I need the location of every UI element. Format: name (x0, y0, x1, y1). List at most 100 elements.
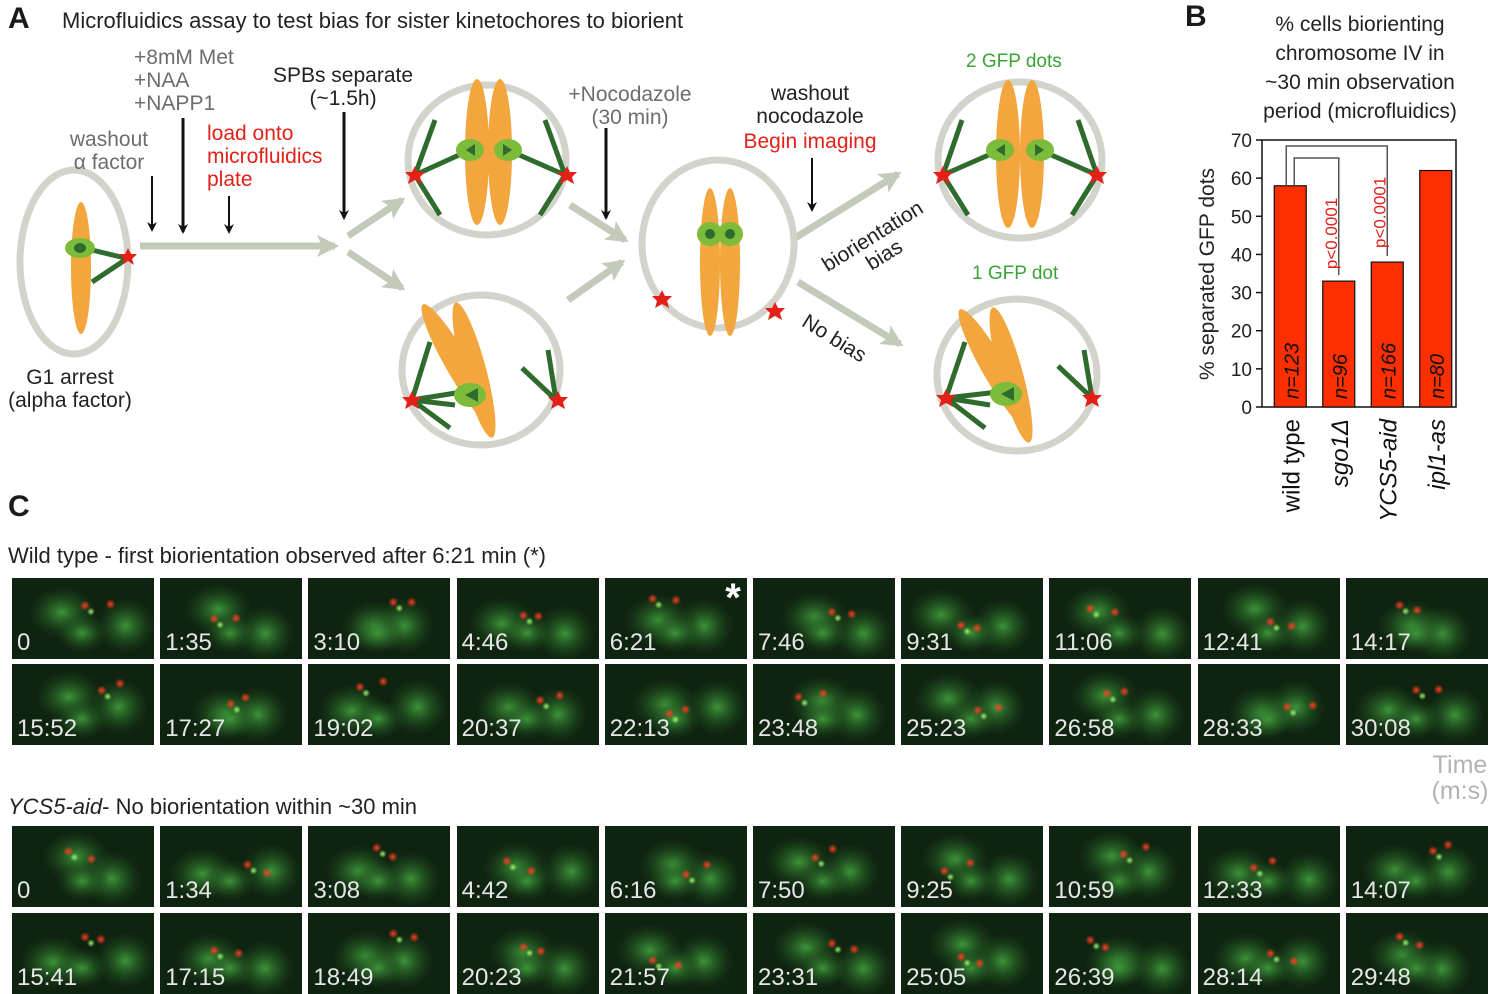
microscopy-frame: 15:41 (12, 913, 154, 994)
timestamp-label: 23:48 (758, 715, 819, 742)
met-label: +8mM Met+NAA+NAPP1 (134, 46, 234, 115)
time-axis-label: Time(m:s) (1431, 751, 1489, 805)
cell-fluorescence-image (1377, 599, 1472, 659)
first-biorientation-marker: * (725, 578, 741, 620)
microscopy-frame: 26:58 (1049, 664, 1192, 745)
category-label: wild type (1278, 419, 1305, 513)
n-label: n=96 (1330, 353, 1352, 399)
cell-fluorescence-image (914, 672, 1027, 739)
timestamp-label: 4:46 (461, 629, 509, 656)
cell-fluorescence-image (1204, 847, 1339, 907)
cell-fluorescence-image (27, 586, 154, 654)
microscopy-frame: 12:33 (1197, 826, 1340, 907)
cell-fluorescence-image (481, 841, 599, 901)
microscopy-frame: 23:48 (753, 664, 895, 745)
nocodazole-label: +Nocodazole(30 min) (568, 83, 692, 129)
cell-fluorescence-image (488, 927, 595, 994)
cell-fluorescence-image (624, 593, 734, 655)
microscopy-frame: 12:41 (1197, 578, 1340, 659)
timestamp-label: 0 (17, 629, 31, 656)
cell-fluorescence-image (191, 686, 289, 743)
begin-imaging-label: Begin imaging (743, 130, 877, 153)
cell-fluorescence-image (1078, 830, 1180, 901)
timestamp-label: 26:39 (1054, 964, 1115, 991)
timestamp-label: 14:07 (1350, 877, 1411, 904)
microscopy-frame: 7:50 (753, 826, 895, 907)
microscopy-frame: 29:48 (1345, 913, 1488, 994)
significance-bracket (1293, 157, 1340, 276)
timestamp-label: 3:08 (313, 877, 361, 904)
timestamp-label: 20:23 (461, 964, 522, 991)
category-label: sgo1Δ (1327, 419, 1354, 487)
microscopy-frame: 21:57 (604, 913, 747, 994)
cell-fluorescence-image (1085, 935, 1192, 994)
microscopy-frame: 3:10 (308, 578, 451, 659)
microscopy-frame: 1:34 (160, 826, 303, 907)
timestamp-label: 7:46 (758, 629, 805, 656)
timestamp-label: 4:42 (461, 877, 509, 904)
panel-letter-a: A (8, 2, 30, 35)
ycs5-title-rest: - No biorientation within ~30 min (102, 794, 418, 819)
timestamp-label: 15:41 (17, 964, 78, 991)
timestamp-label: 3:10 (313, 629, 361, 656)
cell-fluorescence-image (1220, 582, 1333, 655)
microscopy-frame: 7:46 (753, 578, 895, 659)
g1-cell (16, 166, 137, 358)
cell-fluorescence-image (921, 833, 1040, 907)
cell-fluorescence-image (1063, 585, 1192, 659)
ycs5-strain-name: YCS5-aid (8, 794, 103, 819)
timestamp-label: 18:49 (313, 964, 374, 991)
timestamp-label: 28:14 (1202, 964, 1263, 991)
microscopy-frame: 20:37 (456, 664, 599, 745)
cell-fluorescence-image (638, 838, 741, 907)
cell-fluorescence-image (1071, 669, 1186, 743)
y-tick-label: 50 (1231, 207, 1252, 228)
timestamp-label: 9:31 (906, 629, 953, 656)
timestamp-label: 17:27 (165, 715, 226, 742)
microscopy-frame: 26:39 (1049, 913, 1192, 994)
cell-fluorescence-image (907, 588, 1034, 655)
timestamp-label: 6:21 (609, 629, 657, 656)
y-tick-label: 40 (1231, 245, 1252, 266)
wild-type-row-title: Wild type - first biorientation observed… (8, 543, 547, 568)
cell-fluorescence-image (325, 842, 442, 907)
cell-nocodazole (638, 156, 798, 336)
n-label: n=166 (1378, 342, 1400, 399)
y-axis-label: % separated GFP dots (1196, 168, 1219, 380)
cell-fluorescence-image (318, 676, 449, 739)
category-label: YCS5-aid (1375, 418, 1402, 521)
timestamp-label: 25:23 (906, 715, 967, 742)
timestamp-label: 9:25 (906, 877, 953, 904)
y-tick-label: 60 (1231, 169, 1252, 190)
timestamp-label: 12:41 (1202, 629, 1263, 656)
timestamp-label: 23:31 (758, 964, 819, 991)
timestamp-label: 19:02 (313, 715, 374, 742)
panel-a-title: Microfluidics assay to test bias for sis… (62, 8, 684, 33)
microscopy-frame: 20:23 (456, 913, 599, 994)
timestamp-label: 1:35 (165, 629, 212, 656)
microscopy-frame: 6:16 (604, 826, 747, 907)
significance-bracket (1285, 145, 1388, 257)
microscopy-frame: 9:25 (901, 826, 1044, 907)
timestamp-label: 12:33 (1202, 877, 1263, 904)
category-label: ipl1-as (1424, 419, 1451, 490)
timestamp-label: 28:33 (1202, 715, 1263, 742)
cell-fluorescence-image (1354, 683, 1486, 743)
p-value-label: p<0.0001 (1322, 198, 1341, 269)
bar (1370, 261, 1404, 408)
microscopy-frame: 17:27 (160, 664, 303, 745)
cell-fluorescence-image (928, 918, 1033, 990)
n-label: n=80 (1427, 354, 1449, 399)
timestamp-label: 10:59 (1054, 877, 1115, 904)
microscopy-frame: 3:08 (308, 826, 451, 907)
y-tick-label: 30 (1231, 284, 1252, 305)
microscopy-frame: 25:05 (901, 913, 1044, 994)
y-tick-label: 20 (1231, 322, 1252, 343)
cell-fluorescence-image (772, 921, 894, 994)
timestamp-label: 21:57 (609, 964, 670, 991)
cell-fluorescence-image (19, 932, 154, 989)
cell-bioriented-top (404, 79, 577, 239)
timestamp-label: 1:34 (165, 877, 212, 904)
